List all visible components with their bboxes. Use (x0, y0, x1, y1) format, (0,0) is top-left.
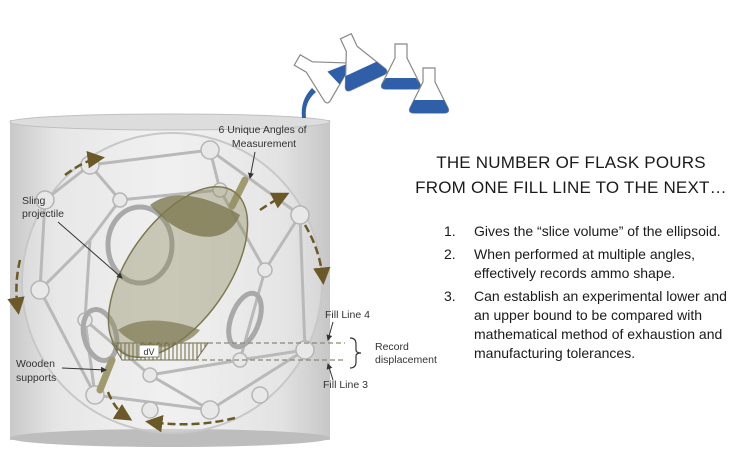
heading-line-2: FROM ONE FILL LINE TO THE NEXT… (415, 178, 727, 197)
list-text: Gives the “slice volume” of the ellipsoi… (474, 223, 721, 239)
record-displacement-label: Record displacement (375, 341, 437, 366)
fill-line-4-label: Fill Line 4 (325, 309, 370, 321)
record-brace (349, 337, 362, 369)
list-item: 2. When performed at multiple angles, ef… (436, 245, 736, 283)
findings-list: 1. Gives the “slice volume” of the ellip… (436, 222, 736, 367)
rotation-arrows (7, 150, 331, 433)
list-text: When performed at multiple angles, effec… (474, 246, 695, 281)
list-item: 3. Can establish an experimental lower a… (436, 287, 736, 363)
fill-line-3-label: Fill Line 3 (323, 379, 368, 391)
dv-slice: dV (111, 342, 209, 361)
wooden-supports-label: Wooden supports (16, 358, 58, 384)
list-text: Can establish an experimental lower and … (474, 288, 727, 361)
sling-projectile-label: Sling projectile (22, 195, 64, 220)
sling-projectile (107, 186, 249, 358)
list-number: 1. (444, 223, 456, 239)
list-item: 1. Gives the “slice volume” of the ellip… (436, 222, 736, 241)
fill-lines (112, 342, 345, 361)
list-number: 3. (444, 288, 456, 304)
angles-label: 6 Unique Angles of Measurement (218, 124, 309, 150)
list-number: 2. (444, 246, 456, 262)
frame-rings (80, 204, 264, 363)
pointer-lines (57, 151, 334, 381)
heading: THE NUMBER OF FLASK POURS FROM ONE FILL … (395, 150, 747, 200)
frame-nodes (30, 140, 315, 420)
wooden-supports (96, 176, 249, 394)
dv-label: dV (143, 347, 154, 357)
flask-pour-icon (293, 32, 450, 118)
heading-line-1: THE NUMBER OF FLASK POURS (436, 153, 706, 172)
